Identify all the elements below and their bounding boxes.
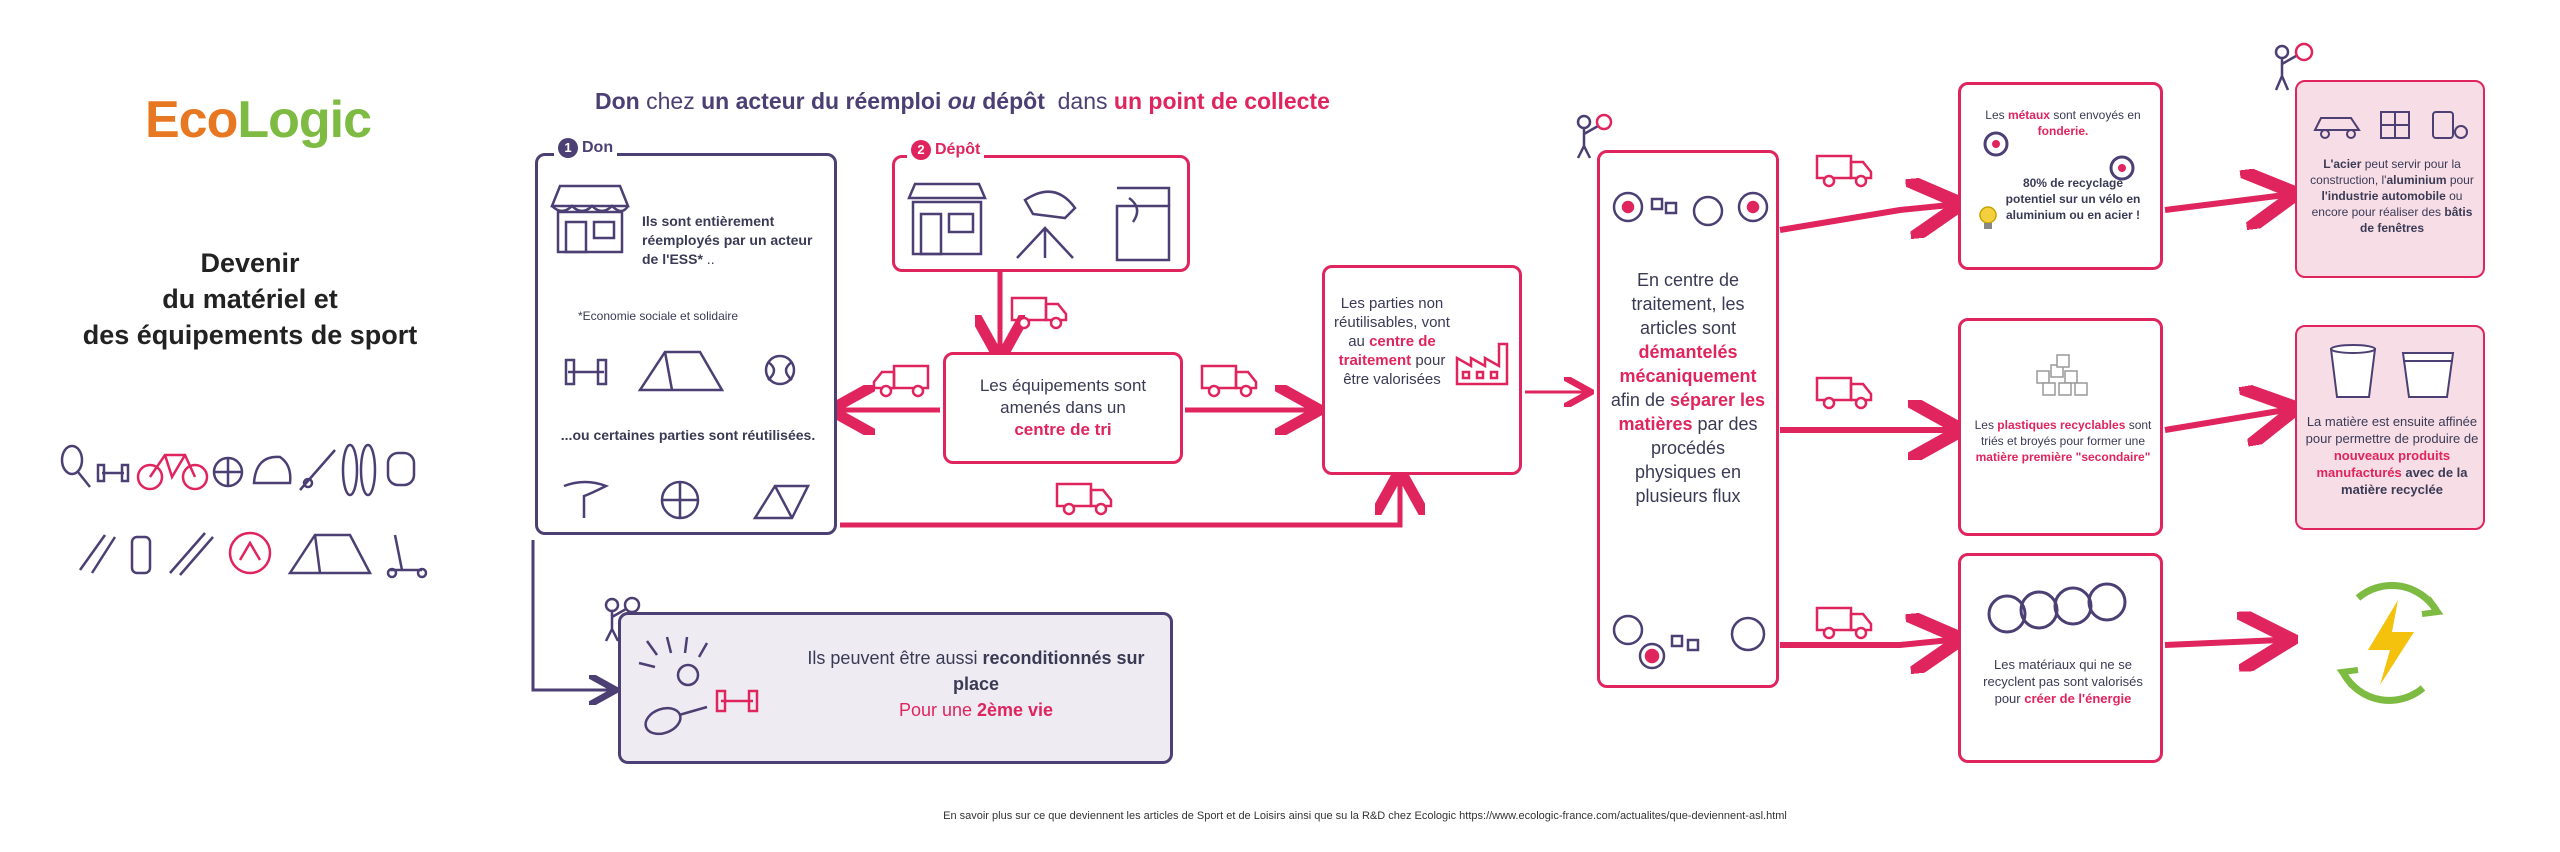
truck-icon [1815, 376, 1873, 410]
lightbulb-icon [1979, 206, 1997, 229]
bike-icon [136, 453, 209, 491]
racket-icon [644, 705, 708, 736]
surfboard-icon [341, 443, 377, 497]
logo-text-logic: Logic [237, 91, 372, 149]
truck-icon [872, 364, 930, 398]
metal-ring-icon [2109, 155, 2135, 181]
parties-box: Les parties non réutilisables, vont au c… [1322, 265, 1522, 475]
window-icon [2380, 111, 2410, 139]
depot-box: 2 Dépôt [892, 140, 1190, 272]
boxing-glove-icon [386, 451, 416, 487]
truck-icon [1055, 482, 1113, 516]
bike-frame-icon [752, 484, 811, 520]
shop-icon [907, 182, 987, 256]
drop-off-icon [1016, 190, 1077, 259]
energie-text: Les matériaux qui ne se recyclent pas so… [1983, 657, 2143, 706]
metaux-stat-text: 80% de recyclage potentiel sur un vélo e… [2005, 176, 2141, 222]
bin-icon [1115, 186, 1171, 262]
worker-icon [1576, 113, 1613, 159]
sport-equipment-icons [60, 443, 428, 579]
don-title: Don [582, 139, 614, 156]
tent-small-icon [287, 533, 373, 575]
don-label: 1 Don [554, 138, 618, 158]
truck-icon [1815, 154, 1873, 188]
dumbbell-icon [96, 463, 130, 483]
energie-box: Les matériaux qui ne se recyclent pas so… [1958, 553, 2163, 763]
basketball-icon [212, 456, 244, 488]
ski-icon [169, 532, 214, 576]
products-icons [2329, 344, 2455, 398]
parties-text: Les parties non réutilisables, vont au c… [1334, 295, 1450, 388]
matiere-text: La matière est ensuite affinée pour perm… [2305, 414, 2479, 497]
shop-icon [550, 184, 630, 254]
don-items-icons [564, 350, 796, 392]
depot-title: Dépôt [935, 141, 981, 158]
matiere-box: La matière est ensuite affinée pour perm… [2295, 325, 2485, 530]
page-title: Devenir du matériel et des équipements d… [40, 245, 460, 353]
don-parts-icons [563, 480, 811, 520]
acier-box: L'acier peut servir pour la construction… [2295, 80, 2485, 278]
acier-text: L'acier peut servir pour la construction… [2310, 157, 2474, 235]
tennis-ball-icon [676, 663, 700, 687]
wheel-icon [660, 480, 700, 520]
plastiques-text: Les plastiques recyclables sont triés et… [1974, 418, 2152, 464]
metal-ring-icon [1983, 131, 2009, 157]
depot-icons [907, 182, 1171, 262]
rings-icon [1987, 582, 2127, 634]
don-box: 1 Don Ils sont entièrement réemployés pa… [535, 138, 837, 535]
dumbbell-icon [564, 358, 608, 386]
ess-footnote: *Economie sociale et solidaire [578, 309, 739, 323]
ecologic-logo: EcoLogic [145, 90, 372, 150]
repair-icons [638, 636, 759, 736]
centre-tri-box: Les équipements sont amenés dans un cent… [943, 352, 1183, 464]
sorted-items-icons-bottom [1612, 614, 1766, 670]
traitement-text: En centre de traitement, les articles so… [1610, 270, 1766, 506]
hiking-poles-icon [78, 534, 117, 574]
traitement-box: En centre de traitement, les articles so… [1597, 150, 1779, 688]
factory-icon [1455, 342, 1509, 386]
reconditionnes-box: Ils peuvent être aussi reconditionnés su… [618, 612, 1173, 764]
dumbbell-icon [715, 689, 759, 713]
helmet-icon [252, 455, 292, 485]
reconditionnes-text: Ils peuvent être aussi reconditionnés su… [807, 648, 1145, 720]
racket-icon [60, 444, 91, 488]
can-icon [2432, 111, 2468, 139]
tent-icon [637, 350, 725, 392]
plastic-pellets-icon [2036, 354, 2088, 396]
scooter-icon [386, 534, 428, 579]
tennis-ball-icon [764, 354, 796, 386]
truck-icon [1010, 296, 1068, 330]
flow-header: Don chez un acteur du réemploi ou dépôt … [595, 88, 1330, 114]
recycle-sport-icon [228, 531, 272, 575]
plastiques-box: Les plastiques recyclables sont triés et… [1958, 318, 2163, 536]
sorted-items-icons [1612, 191, 1769, 227]
title-line-3: des équipements de sport [82, 320, 418, 350]
centre-tri-text: Les équipements sont amenés dans un cent… [979, 376, 1147, 439]
metaux-text: Les métaux sont envoyés en fonderie. [1985, 108, 2141, 138]
golf-bag-icon [130, 535, 152, 575]
don-number-badge: 1 [558, 138, 578, 158]
bike-saddle-icon [563, 480, 610, 518]
title-line-2: du matériel et [162, 284, 338, 314]
truck-icon [1200, 364, 1258, 398]
footer-link-text[interactable]: En savoir plus sur ce que deviennent les… [943, 810, 1787, 822]
truck-icon [1815, 606, 1873, 640]
depot-label: 2 Dépôt [907, 140, 985, 160]
lightning-icon [2336, 581, 2444, 704]
logo-text-eco: Eco [145, 91, 238, 149]
car-icon [2313, 117, 2361, 139]
metaux-box: Les métaux sont envoyés en fonderie. 80%… [1958, 82, 2163, 270]
worker-icon [2274, 42, 2314, 91]
acier-uses-icons [2313, 111, 2468, 139]
don-text-reuse: Ils sont entièrement réemployés par un a… [642, 213, 813, 267]
title-line-1: Devenir [200, 248, 300, 278]
depot-number-badge: 2 [911, 140, 931, 160]
fishing-rod-icon [299, 449, 336, 491]
don-text-parts: ...ou certaines parties sont réutilisées… [560, 427, 816, 443]
